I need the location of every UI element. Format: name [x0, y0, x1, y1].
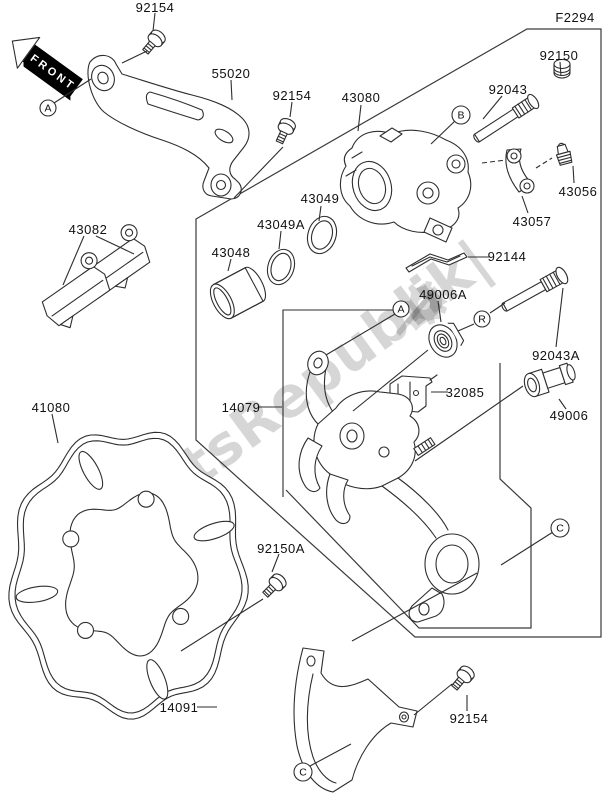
- part-bolt-92154-top: [142, 29, 166, 55]
- part-number-label-49006: 49006: [550, 408, 589, 423]
- part-number-label-14091: 14091: [160, 700, 199, 715]
- part-bolt-92150A: [262, 573, 287, 598]
- part-number-label-43057: 43057: [513, 214, 552, 229]
- part-bracket-55020: [87, 54, 250, 200]
- part-number-label-43082: 43082: [69, 222, 108, 237]
- part-bleed-valve-43056: [555, 142, 573, 166]
- part-grommet-49006A: [428, 322, 465, 358]
- part-number-label-49006A: 49006A: [419, 287, 467, 302]
- part-pin-bolt-92043: [473, 93, 540, 143]
- part-number-label-43048: 43048: [212, 245, 251, 260]
- part-carrier-14079: [298, 350, 480, 623]
- sub-detail-box-line: [285, 363, 532, 629]
- front-arrow-head: [11, 36, 41, 69]
- part-number-label-92154: 92154: [273, 88, 312, 103]
- part-number-label-43080: 43080: [342, 90, 381, 105]
- part-number-label-92154: 92154: [136, 0, 175, 15]
- part-caliper-43080: [339, 127, 472, 243]
- part-number-label-92150: 92150: [540, 48, 579, 63]
- part-number-label-92144: 92144: [488, 249, 527, 264]
- part-number-label-92043A: 92043A: [532, 348, 580, 363]
- figure-ref-code: F2294: [555, 10, 594, 25]
- part-number-label-55020: 55020: [212, 66, 251, 81]
- leader-lines: [51, 12, 575, 767]
- part-number-label-92150A: 92150A: [257, 541, 305, 556]
- part-number-label-41080: 41080: [32, 400, 71, 415]
- svg-text:B: B: [457, 110, 464, 122]
- part-pad-spring-92144: [405, 252, 468, 273]
- part-number-label-92043: 92043: [489, 82, 528, 97]
- part-pin-bolt-92043A: [501, 266, 569, 312]
- callout-circle-C: C: [550, 518, 570, 538]
- callout-circle-C: C: [293, 762, 313, 782]
- front-direction-arrow: FRONT: [11, 36, 83, 101]
- svg-text:C: C: [556, 523, 564, 535]
- callout-circle-A: A: [39, 99, 57, 117]
- part-seal-43049A: [266, 248, 296, 286]
- svg-text:R: R: [478, 314, 486, 326]
- part-guard-14091: [293, 647, 418, 793]
- part-number-labels: 92154 55020 92154 43080 92043 92150 43056 43057…: [32, 0, 598, 726]
- main-detail-box: [195, 28, 602, 638]
- callout-circle-R: R: [473, 310, 491, 328]
- part-number-label-43049: 43049: [301, 191, 340, 206]
- svg-text:A: A: [397, 304, 404, 316]
- part-collar-49006: [523, 362, 576, 398]
- part-number-label-43049A: 43049A: [257, 217, 305, 232]
- part-brake-disc-41080: [8, 431, 249, 720]
- part-seal-43049: [306, 215, 338, 255]
- part-piston-43048: [209, 266, 267, 320]
- callout-circles: A B A R C C: [39, 99, 570, 782]
- watermark-gear-icon: [405, 281, 447, 325]
- part-number-label-92154: 92154: [450, 711, 489, 726]
- callout-circle-B: B: [451, 105, 471, 125]
- svg-text:C: C: [299, 767, 307, 779]
- detail-boxes: [195, 28, 602, 638]
- part-number-label-32085: 32085: [446, 385, 485, 400]
- part-link-43057: [505, 148, 535, 194]
- part-number-label-14079: 14079: [222, 400, 261, 415]
- part-cap-92150: [553, 58, 571, 79]
- part-brake-pads-43082: [41, 224, 151, 329]
- part-number-label-43056: 43056: [559, 184, 598, 199]
- callout-circle-A: A: [392, 300, 410, 318]
- svg-text:A: A: [44, 103, 51, 115]
- part-bolt-92154-bottom: [451, 665, 475, 691]
- part-bolt-92154-mid: [275, 117, 296, 145]
- watermark-flag-icon: [396, 286, 448, 336]
